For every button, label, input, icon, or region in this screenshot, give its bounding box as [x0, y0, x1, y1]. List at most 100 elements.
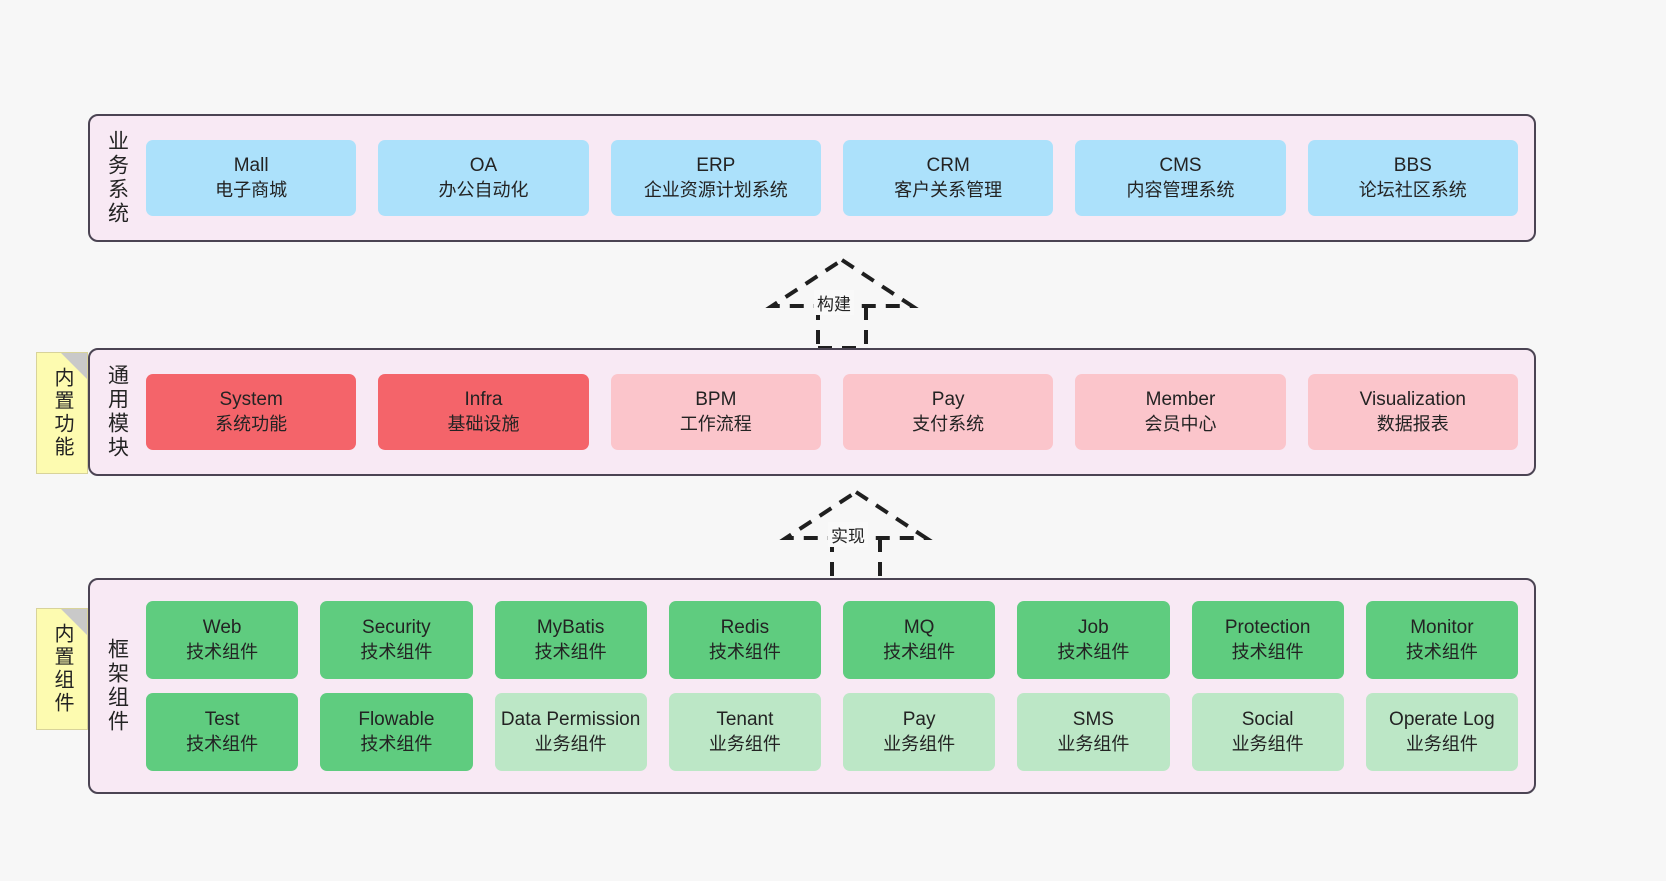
node-subtitle: 技术组件 [360, 733, 433, 754]
node-subtitle: 技术组件 [1231, 641, 1304, 662]
node-sms[interactable]: SMS 业务组件 [1017, 693, 1170, 771]
node-subtitle: 技术组件 [360, 641, 433, 662]
note-label: 内置组件 [51, 623, 73, 715]
node-bpm[interactable]: BPM 工作流程 [610, 374, 821, 450]
layer-common-modules: 通用模块 System 系统功能 Infra 基础设施 BPM 工作流程 Pay… [88, 348, 1536, 476]
note-fold-corner-icon [61, 609, 87, 635]
node-erp[interactable]: ERP 企业资源计划系统 [610, 140, 821, 216]
node-data-permission[interactable]: Data Permission 业务组件 [494, 693, 647, 771]
layer-framework-components: 框架组件 Web 技术组件 Security 技术组件 MyBatis 技术组件… [88, 578, 1536, 794]
node-title: OA [469, 155, 498, 177]
node-subtitle: 数据报表 [1376, 413, 1449, 434]
node-mall[interactable]: Mall 电子商城 [146, 140, 357, 216]
node-pay[interactable]: Pay 支付系统 [842, 374, 1054, 450]
layer-title-business: 业务系统 [105, 130, 129, 226]
node-subtitle: 企业资源计划系统 [643, 179, 788, 200]
node-subtitle: 技术组件 [534, 641, 607, 662]
node-title: Infra [464, 389, 503, 411]
layer-row: Web 技术组件 Security 技术组件 MyBatis 技术组件 Redi… [146, 601, 1518, 679]
node-redis[interactable]: Redis 技术组件 [668, 601, 821, 679]
layer-row: System 系统功能 Infra 基础设施 BPM 工作流程 Pay 支付系统… [146, 374, 1518, 450]
node-subtitle: 技术组件 [883, 641, 956, 662]
node-subtitle: 业务组件 [534, 733, 607, 754]
node-title: Redis [720, 617, 770, 639]
node-subtitle: 工作流程 [679, 413, 752, 434]
node-subtitle: 技术组件 [708, 641, 781, 662]
node-title: System [219, 389, 283, 411]
node-tenant[interactable]: Tenant 业务组件 [668, 693, 821, 771]
note-fold-corner-icon [61, 353, 87, 379]
connector-implement: 实现 [766, 488, 946, 580]
node-title: Mall [233, 155, 269, 177]
node-subtitle: 电子商城 [215, 179, 288, 200]
node-visualization[interactable]: Visualization 数据报表 [1307, 374, 1518, 450]
layer-body-business: Mall 电子商城 OA 办公自动化 ERP 企业资源计划系统 CRM 客户关系… [140, 116, 1534, 240]
node-infra[interactable]: Infra 基础设施 [378, 374, 589, 450]
node-security[interactable]: Security 技术组件 [320, 601, 473, 679]
node-subtitle: 内容管理系统 [1126, 179, 1235, 200]
node-system[interactable]: System 系统功能 [146, 374, 357, 450]
node-mybatis[interactable]: MyBatis 技术组件 [494, 601, 647, 679]
node-subtitle: 论坛社区系统 [1358, 179, 1467, 200]
node-title: Social [1241, 709, 1294, 731]
layer-row: Mall 电子商城 OA 办公自动化 ERP 企业资源计划系统 CRM 客户关系… [146, 140, 1518, 216]
connector-build: 构建 [752, 256, 932, 348]
node-subtitle: 业务组件 [1405, 733, 1478, 754]
node-oa[interactable]: OA 办公自动化 [378, 140, 589, 216]
node-subtitle: 客户关系管理 [894, 179, 1003, 200]
node-bbs[interactable]: BBS 论坛社区系统 [1307, 140, 1518, 216]
node-title: Web [202, 617, 242, 639]
layer-business-systems: 业务系统 Mall 电子商城 OA 办公自动化 ERP 企业资源计划系统 CRM… [88, 114, 1536, 242]
node-subtitle: 支付系统 [912, 413, 985, 434]
node-crm[interactable]: CRM 客户关系管理 [842, 140, 1054, 216]
node-title: SMS [1072, 709, 1114, 731]
node-web[interactable]: Web 技术组件 [146, 601, 299, 679]
node-title: MyBatis [536, 617, 605, 639]
node-subtitle: 技术组件 [1057, 641, 1130, 662]
node-title: CMS [1159, 155, 1202, 177]
node-subtitle: 业务组件 [883, 733, 956, 754]
node-title: ERP [696, 155, 736, 177]
node-title: Test [204, 709, 240, 731]
node-protection[interactable]: Protection 技术组件 [1191, 601, 1344, 679]
layer-body-framework: Web 技术组件 Security 技术组件 MyBatis 技术组件 Redi… [140, 580, 1534, 792]
node-title: Tenant [716, 709, 774, 731]
node-title: BPM [695, 389, 737, 411]
node-cms[interactable]: CMS 内容管理系统 [1075, 140, 1286, 216]
node-title: Flowable [358, 709, 435, 731]
node-title: MQ [903, 617, 935, 639]
node-social[interactable]: Social 业务组件 [1191, 693, 1344, 771]
node-subtitle: 业务组件 [708, 733, 781, 754]
note-builtin-components: 内置组件 [36, 608, 88, 730]
node-title: Protection [1224, 617, 1311, 639]
node-title: Job [1078, 617, 1109, 639]
note-builtin-features: 内置功能 [36, 352, 88, 474]
node-subtitle: 基础设施 [447, 413, 520, 434]
node-member[interactable]: Member 会员中心 [1075, 374, 1286, 450]
node-subtitle: 业务组件 [1231, 733, 1304, 754]
node-mq[interactable]: MQ 技术组件 [843, 601, 996, 679]
node-pay-business[interactable]: Pay 业务组件 [843, 693, 996, 771]
connector-label-build: 构建 [814, 290, 854, 315]
node-title: Security [362, 617, 431, 639]
layer-body-common: System 系统功能 Infra 基础设施 BPM 工作流程 Pay 支付系统… [140, 350, 1534, 474]
node-monitor[interactable]: Monitor 技术组件 [1365, 601, 1518, 679]
node-title: BBS [1393, 155, 1432, 177]
node-subtitle: 技术组件 [1405, 641, 1478, 662]
node-title: Monitor [1410, 617, 1474, 639]
layer-title-framework: 框架组件 [105, 638, 129, 734]
node-subtitle: 业务组件 [1057, 733, 1130, 754]
node-job[interactable]: Job 技术组件 [1017, 601, 1170, 679]
node-flowable[interactable]: Flowable 技术组件 [320, 693, 473, 771]
node-subtitle: 办公自动化 [438, 179, 529, 200]
node-title: Pay [902, 709, 936, 731]
node-operate-log[interactable]: Operate Log 业务组件 [1365, 693, 1518, 771]
node-title: CRM [926, 155, 970, 177]
node-test[interactable]: Test 技术组件 [146, 693, 299, 771]
node-title: Pay [931, 389, 965, 411]
node-title: Visualization [1359, 389, 1466, 411]
node-title: Operate Log [1389, 709, 1495, 731]
node-subtitle: 技术组件 [186, 733, 259, 754]
layer-row: Test 技术组件 Flowable 技术组件 Data Permission … [146, 693, 1518, 771]
